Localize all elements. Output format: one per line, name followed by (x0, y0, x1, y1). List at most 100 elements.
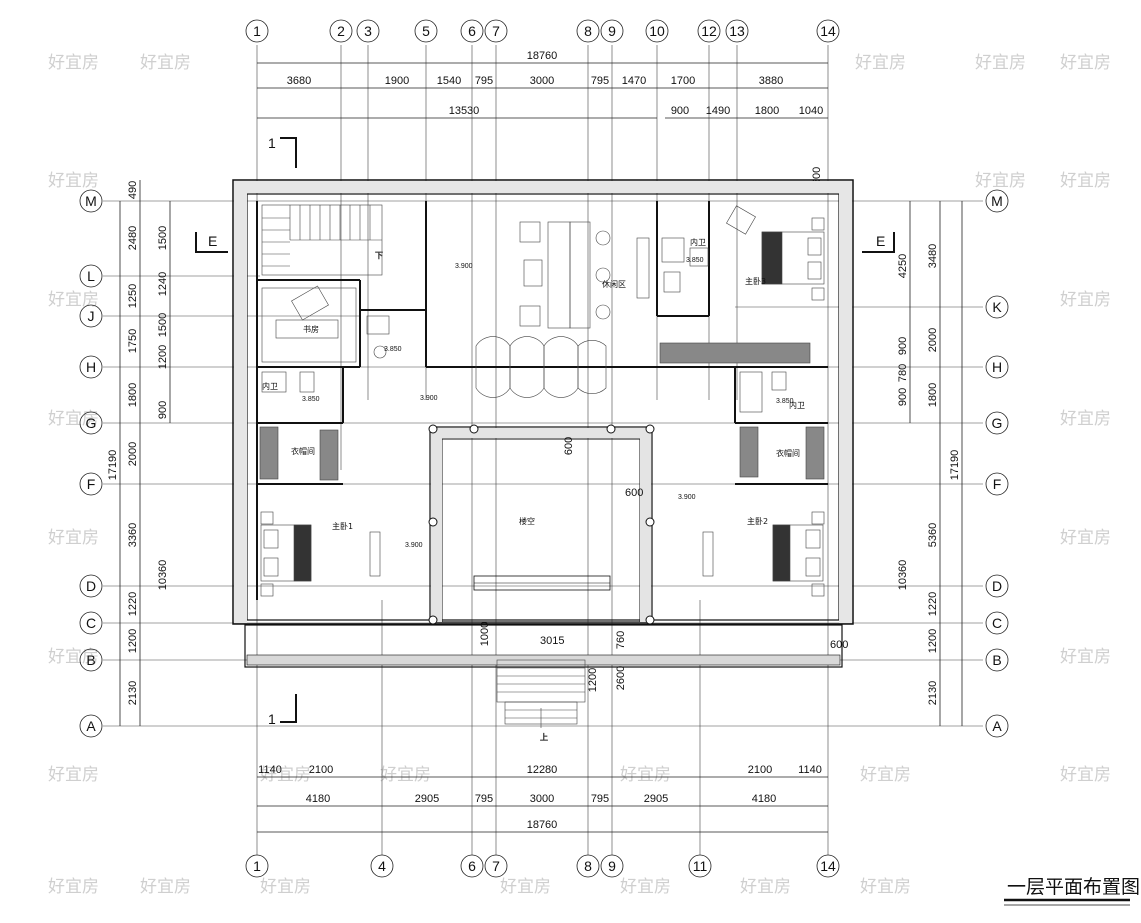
axis-marker: 3 (356, 19, 380, 43)
axis-label: 8 (584, 858, 592, 874)
axis-marker: 13 (725, 19, 749, 43)
staircase: 下 (261, 204, 383, 276)
dimension-text: 3000 (530, 793, 554, 805)
dimension-text: 3480 (927, 244, 939, 268)
dimension-text: 2130 (127, 681, 139, 705)
watermark: 好宜房 (48, 290, 99, 310)
dimension-text: 1250 (127, 284, 139, 308)
dimension-text: 1470 (622, 75, 646, 87)
axis-label: H (992, 359, 1002, 375)
watermark: 好宜房 (740, 877, 791, 897)
room-label-void: 楼空 (519, 516, 535, 526)
axis-marker: 10 (645, 19, 669, 43)
axis-label: 12 (701, 23, 717, 39)
dimension-text: 490 (127, 181, 139, 199)
stair-down-label: 下 (375, 251, 383, 260)
dimension-text: 1200 (587, 668, 599, 692)
watermark-layer: 好宜房 好宜房 好宜房 好宜房 好宜房 好宜房 好宜房 好宜房 好宜房 好宜房 … (48, 53, 1111, 897)
axis-marker: A (985, 714, 1009, 738)
axis-label: 6 (468, 858, 476, 874)
dimension-text: 795 (591, 793, 609, 805)
drawing-title-block: 一层平面布置图 (1004, 876, 1140, 906)
dimension-text: 900 (671, 105, 689, 117)
axis-marker: G (79, 411, 103, 435)
dimension-text: 3680 (287, 75, 311, 87)
room-label-master-3: 主卧3 (745, 276, 766, 286)
dimension-text: 1220 (127, 592, 139, 616)
axis-marker: M (985, 189, 1009, 213)
axis-marker: 14 (816, 854, 840, 878)
elevation-text: 3.850 (302, 396, 320, 403)
axis-marker: 8 (576, 854, 600, 878)
room-label-study: 书房 (303, 324, 319, 334)
axis-marker: 5 (414, 19, 438, 43)
left-dimensions: 490 2480 1250 1750 1800 2000 3360 1220 1… (107, 180, 171, 726)
watermark: 好宜房 (48, 765, 99, 785)
watermark: 好宜房 (140, 877, 191, 897)
axis-marker: 6 (460, 854, 484, 878)
watermark: 好宜房 (975, 171, 1026, 191)
section-mark-label: 1 (268, 135, 276, 151)
dimension-text: 1500 (157, 313, 169, 337)
watermark: 好宜房 (1060, 647, 1111, 667)
right-row-axis-markers: M K H G F D C B A (985, 189, 1009, 738)
section-mark-label: 1 (268, 711, 276, 727)
elevation-text: 3.900 (455, 263, 473, 270)
bottom-dimensions: 1140 2100 12280 2100 1140 4180 2905 795 … (257, 764, 828, 833)
left-row-axis-markers: M L J H G F D C B A (79, 189, 103, 738)
dimension-text: 3360 (127, 523, 139, 547)
dimension-text: 900 (897, 388, 909, 406)
dimension-text: 3000 (530, 75, 554, 87)
axis-label: 5 (422, 23, 430, 39)
elevation-text: 3.850 (776, 398, 794, 405)
dimension-text: 1000 (479, 622, 491, 646)
dimension-text: 1220 (927, 592, 939, 616)
top-column-axis-markers: 1 2 3 5 6 7 8 9 10 12 13 14 (245, 19, 840, 43)
axis-marker: 8 (576, 19, 600, 43)
dimension-text: 1900 (385, 75, 409, 87)
watermark: 好宜房 (48, 877, 99, 897)
dimension-text: 1140 (798, 764, 822, 776)
watermark: 好宜房 (1060, 171, 1111, 191)
dimension-text: 600 (830, 639, 848, 651)
dimension-text: 18760 (527, 50, 558, 62)
dimension-text: 600 (563, 437, 575, 455)
axis-marker: 14 (816, 19, 840, 43)
axis-label: F (87, 476, 96, 492)
axis-marker: K (985, 295, 1009, 319)
elevation-text: 3.850 (686, 257, 704, 264)
watermark: 好宜房 (140, 53, 191, 73)
elevation-text: 3.850 (384, 346, 402, 353)
axis-marker: 12 (697, 19, 721, 43)
axis-label: J (88, 308, 95, 324)
axis-marker: B (985, 648, 1009, 672)
entry-stairs: 上 (496, 659, 586, 742)
axis-label: H (86, 359, 96, 375)
axis-marker: D (79, 574, 103, 598)
dimension-text: 2000 (127, 442, 139, 466)
dimension-text: 2480 (127, 226, 139, 250)
dimension-text: 1200 (127, 629, 139, 653)
watermark: 好宜房 (855, 53, 906, 73)
room-label-bath-2: 内卫 (789, 400, 805, 410)
axis-label: C (992, 615, 1002, 631)
watermark: 好宜房 (500, 877, 551, 897)
axis-label: 10 (649, 23, 665, 39)
dimension-text: 900 (157, 401, 169, 419)
watermark: 好宜房 (48, 171, 99, 191)
central-void (428, 424, 655, 625)
dimension-text: 18760 (527, 819, 558, 831)
axis-label: G (992, 415, 1003, 431)
room-labels: 书房 内卫 内卫 内卫 衣帽间 衣帽间 主卧1 主卧2 主卧3 休闲区 楼空 (262, 237, 805, 531)
axis-marker: B (79, 648, 103, 672)
dimension-text: 10360 (897, 560, 909, 591)
axis-label: L (87, 268, 95, 284)
axis-label: D (86, 578, 96, 594)
dimension-text: 1140 (258, 764, 282, 776)
elevation-text: 3.900 (405, 542, 423, 549)
axis-label: G (86, 415, 97, 431)
watermark: 好宜房 (620, 877, 671, 897)
dimension-text: 4180 (752, 793, 776, 805)
dimension-text: 1500 (157, 226, 169, 250)
